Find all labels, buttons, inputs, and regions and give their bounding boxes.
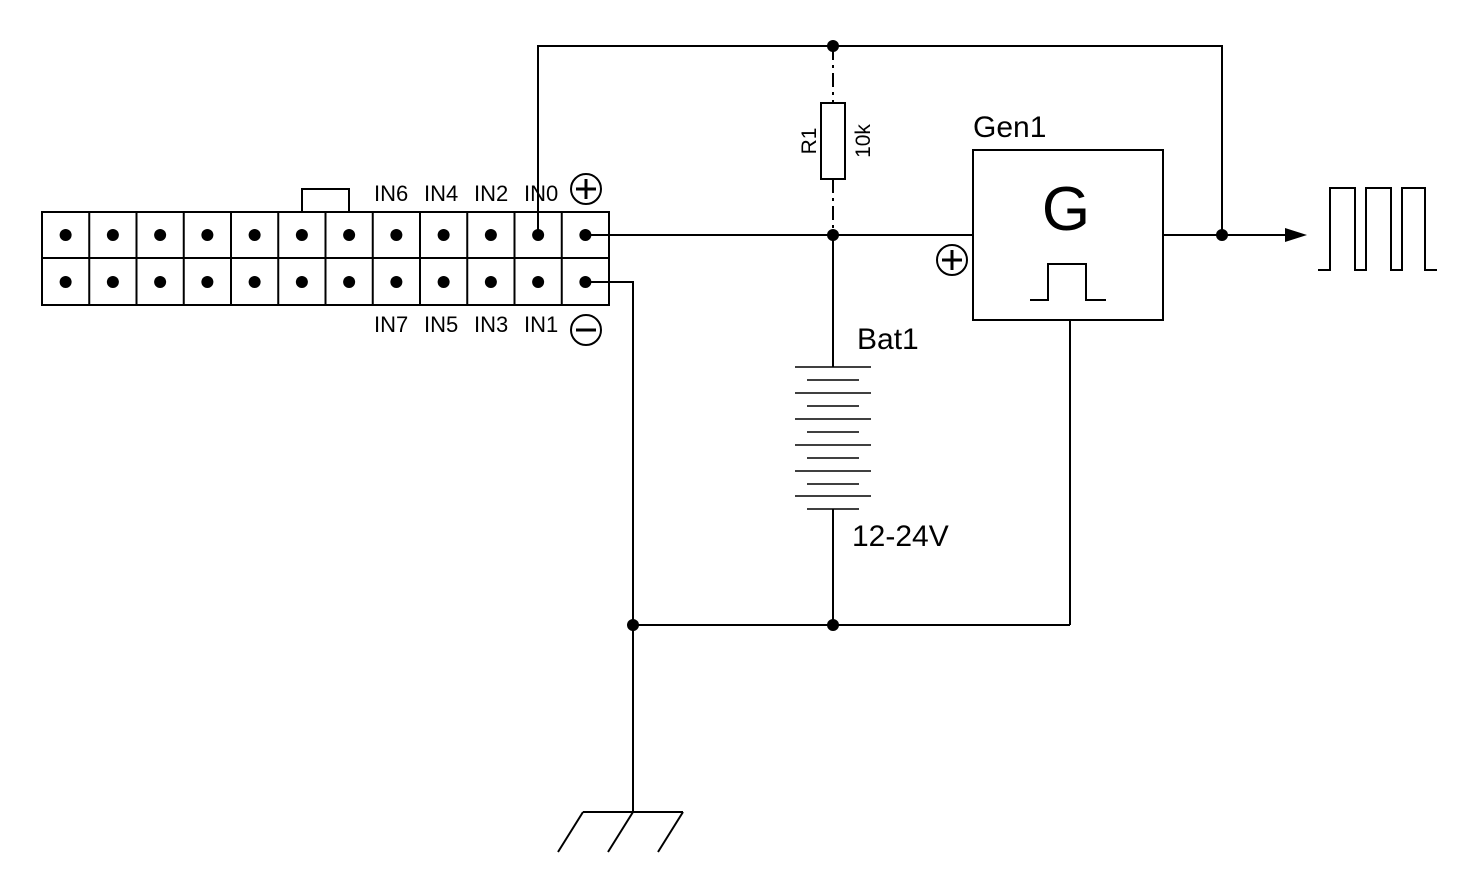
connector-key-tab xyxy=(301,188,350,212)
wires xyxy=(537,45,1307,812)
pin-label-in3: IN3 xyxy=(474,312,508,337)
junction-dot xyxy=(827,229,839,241)
connector-pin xyxy=(484,276,497,288)
connector-pin xyxy=(390,229,403,241)
connector-pin xyxy=(59,276,72,288)
junction-dot xyxy=(627,619,639,631)
connector-pin xyxy=(154,229,167,241)
connector-pin xyxy=(532,276,545,288)
junction-dot xyxy=(1216,229,1228,241)
pin-label-in0: IN0 xyxy=(524,181,558,206)
wire-top-bus xyxy=(537,45,1223,235)
connector-pin xyxy=(106,229,119,241)
connector-grid xyxy=(59,212,592,305)
minus-polarity-icon xyxy=(570,314,602,346)
connector-pin xyxy=(437,276,450,288)
battery-name: Bat1 xyxy=(857,323,919,356)
connector-pin xyxy=(201,276,214,288)
wire-minus-ground xyxy=(585,281,634,812)
generator-symbol: G xyxy=(1042,175,1090,244)
connector-pin xyxy=(154,276,167,288)
resistor-r1: R1 10k xyxy=(798,46,875,235)
pulse-icon xyxy=(1030,263,1106,301)
pin-label-in6: IN6 xyxy=(374,181,408,206)
connector-block xyxy=(41,188,610,306)
generator-name: Gen1 xyxy=(973,111,1046,144)
connector-pin xyxy=(343,229,356,241)
pin-labels-bottom: IN7 IN5 IN3 IN1 xyxy=(374,312,558,337)
output-arrow-icon xyxy=(1285,228,1307,242)
resistor-value: 10k xyxy=(852,124,875,158)
pin-label-in2: IN2 xyxy=(474,181,508,206)
connector-pin xyxy=(106,276,119,288)
junction-dots xyxy=(627,40,1228,631)
connector-pin xyxy=(437,229,450,241)
generator-gen1: Gen1 G xyxy=(936,111,1164,321)
connector-pin xyxy=(390,276,403,288)
generator-body xyxy=(972,149,1164,321)
junction-dot xyxy=(827,619,839,631)
connector-pin xyxy=(295,229,308,241)
connector-pin xyxy=(295,276,308,288)
ground-icon xyxy=(557,811,684,853)
resistor-name: R1 xyxy=(798,128,821,155)
pin-label-in5: IN5 xyxy=(424,312,458,337)
plus-polarity-icon xyxy=(570,173,602,205)
pin-label-in1: IN1 xyxy=(524,312,558,337)
battery-bat1: Bat1 12-24V xyxy=(795,323,949,553)
resistor-body xyxy=(820,102,846,180)
connector-pin xyxy=(343,276,356,288)
connector-pin xyxy=(201,229,214,241)
pin-label-in4: IN4 xyxy=(424,181,458,206)
connector-pin xyxy=(59,229,72,241)
battery-voltage: 12-24V xyxy=(852,520,949,553)
connector-pin xyxy=(248,229,261,241)
connector-pin xyxy=(248,276,261,288)
pin-label-in7: IN7 xyxy=(374,312,408,337)
generator-plus-icon xyxy=(936,244,968,276)
connector-pin xyxy=(484,229,497,241)
junction-dot xyxy=(827,40,839,52)
square-wave-icon xyxy=(1318,187,1437,271)
pin-labels-top: IN6 IN4 IN2 IN0 xyxy=(374,181,558,206)
